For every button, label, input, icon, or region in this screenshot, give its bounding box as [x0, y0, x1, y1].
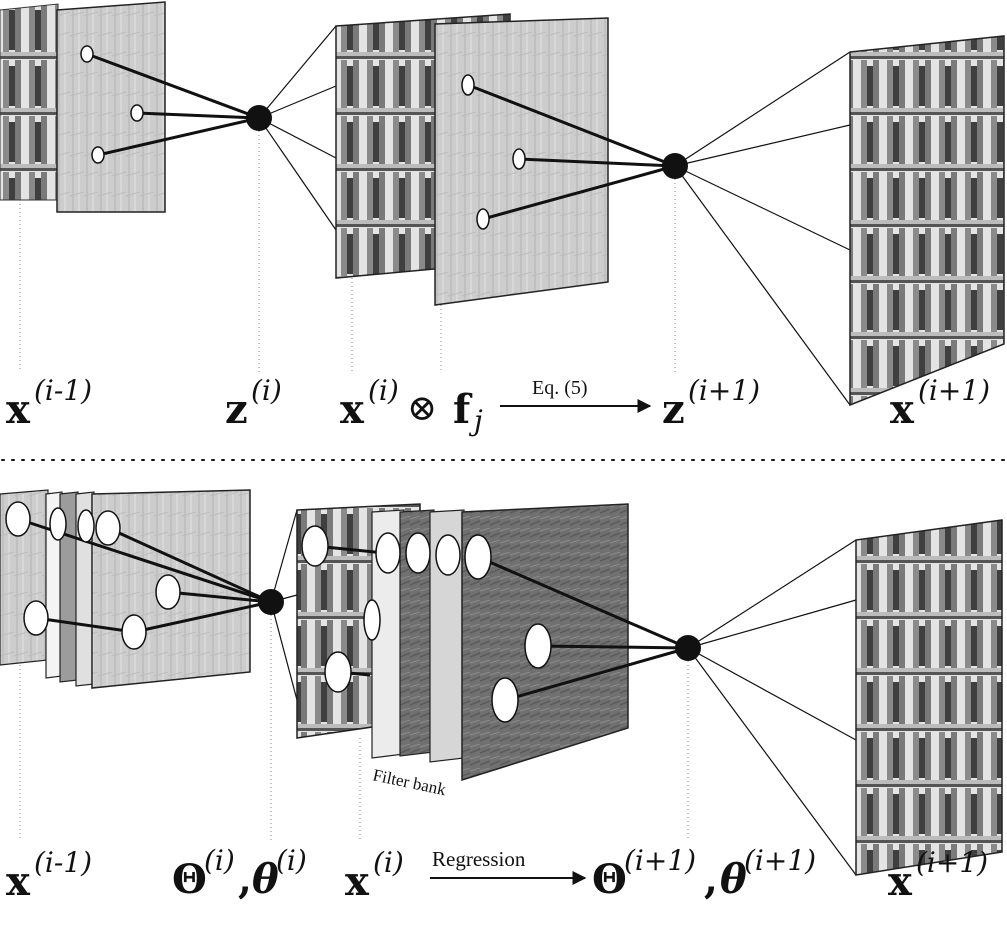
bottom-label-theta: θ	[252, 856, 279, 903]
filter-patch-1	[375, 532, 401, 574]
top-input-patch-1	[80, 45, 94, 63]
filter-patch-4	[464, 534, 492, 580]
bottom-input-patch-2	[49, 507, 67, 541]
bottom-input-patch-6	[121, 614, 147, 650]
bottom-x-i-patch-2	[324, 651, 352, 693]
top-arrow-label: Eq. (5)	[532, 377, 588, 399]
top-label-otimes: ⊗	[407, 388, 437, 429]
top-label-f: f	[453, 386, 473, 433]
bottom-panel: Filter bank x (i-1) Θ (i) , θ (i) x (i) …	[0, 489, 1003, 905]
bottom-input-patch-7	[23, 600, 49, 636]
top-filter-patch-3	[476, 208, 490, 230]
bottom-label-x-i-sup: (i)	[373, 846, 404, 879]
top-z-next-node	[662, 153, 688, 179]
bottom-label-x-next-sup: (i+1)	[916, 846, 988, 879]
top-z-next-links	[467, 51, 851, 406]
top-output-image	[849, 35, 1005, 407]
bottom-label-theta-cap-next-sup: (i+1)	[624, 844, 696, 877]
bottom-x-i-patch-3	[363, 599, 381, 641]
bottom-output-image	[855, 519, 1003, 876]
top-z-i-node-links	[86, 25, 337, 231]
top-filter-patch-2	[512, 148, 526, 170]
filter-patch-5	[524, 623, 552, 669]
filter-patch-6	[491, 677, 519, 723]
top-label-z-next-sup: (i+1)	[688, 374, 760, 407]
bottom-x-i-patch-1	[301, 525, 329, 567]
bottom-label-x-prev: x	[6, 858, 31, 905]
filter-bank-label: Filter bank	[371, 765, 448, 799]
bottom-theta-next-links	[314, 539, 857, 876]
bottom-label-theta-cap-next: Θ	[592, 856, 627, 903]
top-label-z-next: z	[662, 386, 685, 433]
bottom-theta-next-node	[675, 635, 701, 661]
bottom-label-theta-next-sup: (i+1)	[744, 844, 816, 877]
top-label-x-i: x	[340, 386, 365, 433]
bottom-arrow-label: Regression	[432, 847, 526, 871]
top-input-patch-2	[130, 104, 144, 122]
top-z-i-node	[246, 105, 272, 131]
top-label-z-i-sup: (i)	[251, 374, 282, 407]
bottom-theta-links	[17, 509, 298, 701]
bottom-input-patch-3	[77, 509, 95, 543]
top-filter-patch-1	[461, 74, 475, 96]
bottom-label-comma-next: ,	[704, 856, 718, 903]
bottom-label-x-i: x	[345, 858, 370, 905]
bottom-input-patch-1	[5, 501, 31, 537]
filter-patch-3	[435, 534, 461, 576]
bottom-theta-node	[258, 589, 284, 615]
top-label-x-next: x	[890, 386, 915, 433]
top-panel: x (i-1) z (i) x (i) ⊗ f j Eq. (5) z (i+1…	[0, 1, 1005, 437]
bottom-label-theta-cap: Θ	[172, 856, 207, 903]
top-label-x-next-sup: (i+1)	[918, 374, 990, 407]
bottom-label-theta-next: θ	[720, 856, 747, 903]
bottom-label-comma: ,	[238, 856, 252, 903]
top-input-feature-map	[56, 1, 166, 213]
bottom-label-x-prev-sup: (i-1)	[34, 846, 92, 879]
bottom-input-patch-5	[155, 574, 181, 610]
top-label-x-i-sup: (i)	[368, 374, 399, 407]
top-label-x-prev: x	[6, 386, 31, 433]
bottom-label-theta-sup: (i)	[276, 844, 307, 877]
top-guide-lines	[19, 131, 676, 372]
bottom-label-theta-cap-sup: (i)	[204, 844, 235, 877]
bottom-guide-lines	[19, 615, 689, 840]
bottom-input-patch-4	[95, 510, 121, 546]
top-label-z-i: z	[225, 386, 248, 433]
top-label-f-sub: j	[468, 404, 483, 437]
filter-patch-2	[405, 532, 431, 574]
bottom-label-x-next: x	[888, 858, 913, 905]
top-input-image-back	[0, 3, 59, 201]
top-label-x-prev-sup: (i-1)	[34, 374, 92, 407]
top-input-patch-3	[91, 146, 105, 164]
